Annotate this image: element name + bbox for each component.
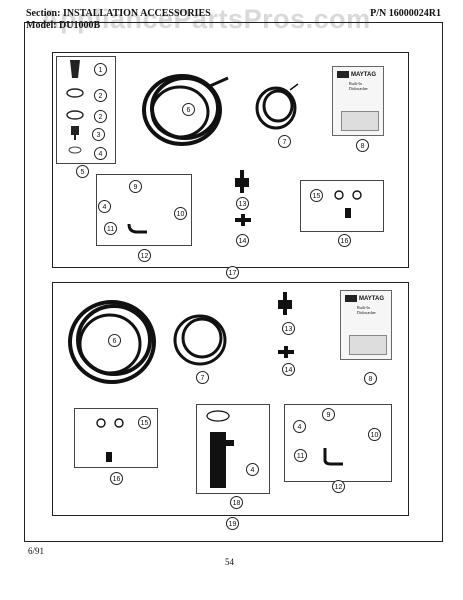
- callout-7: 7: [278, 135, 291, 148]
- section-line: Section: INSTALLATION ACCESSORIES: [26, 8, 211, 19]
- callout-1: 1: [94, 63, 107, 76]
- model-line: Model: DU1000B: [26, 20, 101, 31]
- small-fitting-icon: [345, 208, 351, 218]
- tee-fitting-icon: [235, 214, 251, 226]
- callout-19: 19: [226, 517, 239, 530]
- maytag-logo-icon: [337, 71, 349, 78]
- callout-14: 14: [282, 363, 295, 376]
- callout-16: 16: [110, 472, 123, 485]
- manual-cover-image: [341, 111, 379, 131]
- washer-box: [300, 180, 384, 232]
- water-valve-icon: [235, 170, 249, 193]
- callout-15: 15: [310, 189, 323, 202]
- callout-11: 11: [294, 449, 307, 462]
- connector-icon: [71, 126, 79, 140]
- callout-8: 8: [356, 139, 369, 152]
- fittings-box: [96, 174, 192, 246]
- manual-cover-image: [349, 335, 387, 355]
- drain-hose-icon: [142, 74, 229, 146]
- manual-subtitle: Built-In Dishwasher: [357, 305, 376, 315]
- callout-4: 4: [98, 200, 111, 213]
- callout-6: 6: [182, 103, 195, 116]
- callout-8: 8: [364, 372, 377, 385]
- callout-4: 4: [94, 147, 107, 160]
- fittings-box: [284, 404, 392, 482]
- part-number: P/N 16000024R1: [370, 8, 441, 19]
- page-frame: [24, 22, 443, 542]
- small-fitting-icon: [106, 452, 112, 462]
- callout-16: 16: [338, 234, 351, 247]
- hose-clamp-icon: [66, 88, 84, 98]
- callout-9: 9: [322, 408, 335, 421]
- small-parts-box: [56, 56, 116, 164]
- elbow-fitting-icon: [323, 448, 343, 466]
- manual-brand: MAYTAG: [351, 71, 377, 78]
- callout-12: 12: [138, 249, 151, 262]
- callout-6: 6: [108, 334, 121, 347]
- maytag-logo-icon: [345, 295, 357, 302]
- manual-brand: MAYTAG: [359, 295, 385, 302]
- tee-fitting-icon: [278, 346, 294, 358]
- callout-10: 10: [174, 207, 187, 220]
- owners-manual: MAYTAG Built-In Dishwasher: [340, 290, 392, 360]
- callout-5: 5: [76, 165, 89, 178]
- water-valve-icon: [278, 292, 292, 315]
- power-cord-icon: [255, 83, 299, 130]
- power-cord-icon: [173, 314, 227, 366]
- air-gap-box: [196, 404, 270, 494]
- owners-manual: MAYTAG Built-In Dishwasher: [332, 66, 384, 136]
- callout-7: 7: [196, 371, 209, 384]
- wire-nut-icon: [70, 60, 80, 78]
- bottom-panel: [52, 282, 409, 516]
- air-gap-icon: [206, 410, 234, 488]
- callout-2: 2: [94, 110, 107, 123]
- callout-14: 14: [236, 234, 249, 247]
- callout-17: 17: [226, 266, 239, 279]
- o-ring-icon: [96, 418, 124, 428]
- o-ring-icon: [334, 190, 362, 200]
- callout-9: 9: [129, 180, 142, 193]
- callout-13: 13: [282, 322, 295, 335]
- hose-clamp-icon: [66, 110, 84, 120]
- washer-box: [74, 408, 158, 468]
- footer-date: 6/91: [28, 546, 45, 556]
- callout-11: 11: [104, 222, 117, 235]
- callout-3: 3: [92, 128, 105, 141]
- washer-icon: [68, 146, 82, 154]
- watermark: AppliancePartsPros.com: [40, 4, 371, 34]
- callout-12: 12: [332, 480, 345, 493]
- callout-18: 18: [230, 496, 243, 509]
- callout-4: 4: [246, 463, 259, 476]
- callout-10: 10: [368, 428, 381, 441]
- callout-13: 13: [236, 197, 249, 210]
- manual-subtitle: Built-In Dishwasher: [349, 81, 368, 91]
- drain-hose-icon: [68, 300, 156, 384]
- section-header: Section: INSTALLATION ACCESSORIES Model:…: [26, 8, 211, 32]
- page-number: 54: [225, 557, 234, 567]
- callout-15: 15: [138, 416, 151, 429]
- elbow-fitting-icon: [127, 223, 147, 234]
- callout-2: 2: [94, 89, 107, 102]
- callout-4: 4: [293, 420, 306, 433]
